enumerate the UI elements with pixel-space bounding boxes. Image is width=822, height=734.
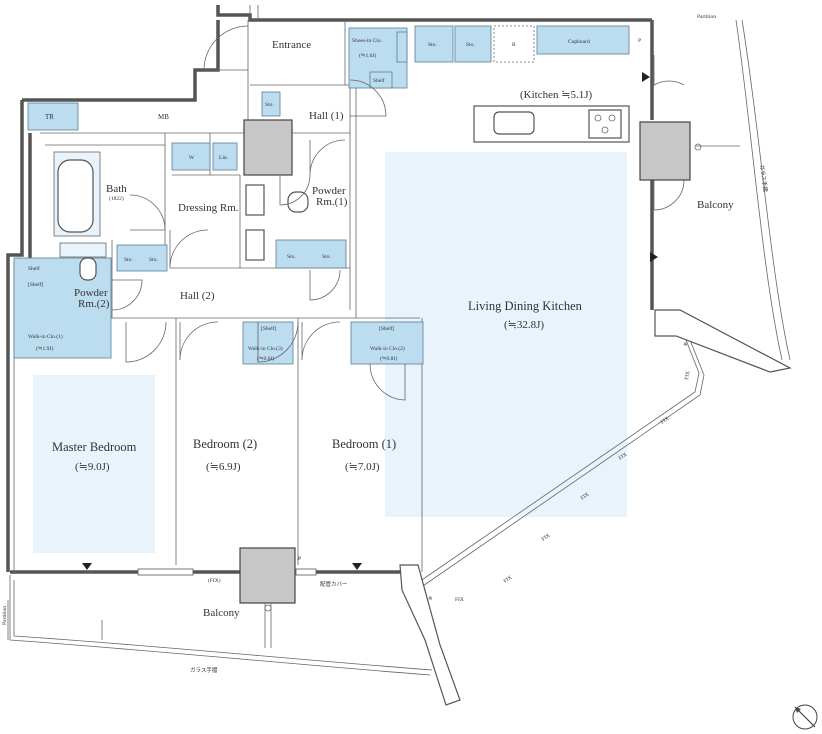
label-shelf-bed1: [Shelf]	[379, 325, 394, 332]
sink-dressing-2	[245, 229, 265, 261]
label-mb: MB	[158, 113, 169, 121]
label-sto-1: Sto.	[428, 42, 437, 48]
label-sto-5: Sto.	[287, 254, 296, 260]
label-powder1-b: Rm.(1)	[316, 196, 348, 208]
toilet-2	[79, 257, 97, 281]
label-shoes-shelf: Shelf	[373, 77, 385, 84]
label-fix-6: FIX	[660, 416, 671, 426]
drain-bottom	[264, 604, 272, 612]
label-hall2: Hall (2)	[180, 290, 215, 302]
label-master-area: (≒9.0J)	[75, 461, 110, 473]
window-bottom-2	[295, 568, 317, 576]
label-ldk: Living Dining Kitchen	[468, 299, 583, 313]
bathtub	[57, 159, 94, 233]
label-bed1: Bedroom (1)	[332, 437, 396, 451]
label-fix-paren: (FIX)	[208, 577, 221, 584]
column-bottom	[239, 547, 296, 604]
label-cupboard: Cupboard	[568, 39, 590, 45]
label-tr: TR	[45, 113, 54, 121]
sink-dressing	[245, 184, 265, 216]
label-wic-bed2-area: (≒0.6J)	[257, 355, 274, 362]
label-bed2: Bedroom (2)	[193, 437, 257, 451]
room-labels: Entrance Shoes-in Clo. (≒1.6J) Shelf Sto…	[2, 14, 770, 674]
marker-arrow-2	[650, 252, 658, 262]
label-hall1: Hall (1)	[309, 110, 344, 122]
label-glass-rail-right: ガラス手摺	[758, 164, 770, 193]
label-wic-bed1-area: (≒0.8J)	[380, 355, 397, 362]
label-bed2-area: (≒6.9J)	[206, 461, 241, 473]
label-sto-2: Sto.	[466, 42, 475, 48]
window-bottom-1	[137, 568, 194, 576]
label-bath: Bath	[106, 183, 127, 195]
label-partition-bottom: Partition	[2, 606, 8, 625]
label-shoes-clo: Shoes-in Clo.	[352, 38, 383, 44]
doors	[111, 25, 685, 401]
label-balcony-bottom: Balcony	[203, 607, 240, 619]
label-sto-4: Sto.	[149, 257, 158, 263]
kitchen-counter	[473, 105, 630, 143]
label-ldk-area: (≒32.8J)	[504, 319, 544, 331]
label-star: ※	[683, 341, 688, 348]
interior-walls	[13, 20, 423, 572]
toilet-1	[287, 191, 309, 213]
marker-arrow-3	[82, 563, 92, 570]
label-fix-1: FIX	[455, 597, 464, 603]
column-right	[639, 121, 691, 181]
master-floor	[33, 375, 155, 553]
label-bath-size: (1822)	[109, 195, 124, 202]
label-w: W	[189, 155, 195, 161]
bottom-balcony	[7, 564, 461, 706]
label-shelf-master-1: Shelf	[28, 265, 40, 272]
marker-arrow-4	[352, 563, 362, 570]
label-p-bottom: P	[298, 556, 301, 562]
label-p-top: P	[638, 38, 641, 44]
label-pipe-cover: 配管カバー	[320, 580, 348, 588]
label-sto-hall: Sto.	[265, 102, 274, 108]
label-lin: Lin.	[219, 155, 229, 161]
label-dressing: Dressing Rm.	[178, 202, 239, 214]
column-center	[243, 119, 293, 176]
label-wic-bed2: Walk-in Clo.(3)	[248, 345, 283, 352]
label-powder2-b: Rm.(2)	[78, 298, 110, 310]
label-r: R	[512, 42, 516, 48]
label-fix-4: FIX	[580, 492, 591, 502]
marker-arrow-1	[642, 72, 650, 82]
label-glass-rail-bottom: ガラス手摺	[190, 666, 218, 674]
right-balcony	[654, 19, 792, 373]
label-shelf-bed2: [Shelf]	[261, 325, 276, 332]
ldk-floor	[385, 152, 627, 517]
label-fix-7: FIX	[684, 371, 691, 381]
label-wic-bed1: Walk-in Clo.(2)	[370, 345, 405, 352]
label-shelf-master-2: [Shelf]	[28, 281, 43, 288]
label-shoes-area: (≒1.6J)	[359, 52, 376, 59]
compass-north-icon	[792, 704, 818, 730]
label-master: Master Bedroom	[52, 440, 137, 454]
label-powder1-a: Powder	[312, 185, 346, 197]
label-wic-master: Walk-in Clo.(1)	[28, 333, 63, 340]
label-star-2: ※	[428, 595, 433, 602]
label-wic-master-area: (≒1.9J)	[36, 345, 53, 352]
label-partition-top: Partition	[697, 14, 716, 20]
label-fix-2: FIX	[503, 575, 514, 585]
label-powder2-a: Powder	[74, 287, 108, 299]
label-kitchen: (Kitchen ≒5.1J)	[520, 89, 592, 101]
label-sto-3: Sto.	[124, 257, 133, 263]
label-sto-6: Sto.	[322, 254, 331, 260]
label-fix-5: FIX	[618, 452, 629, 462]
label-entrance: Entrance	[272, 39, 311, 51]
label-fix-3: FIX	[541, 533, 552, 543]
label-bed1-area: (≒7.0J)	[345, 461, 380, 473]
label-balcony-right: Balcony	[697, 199, 734, 211]
